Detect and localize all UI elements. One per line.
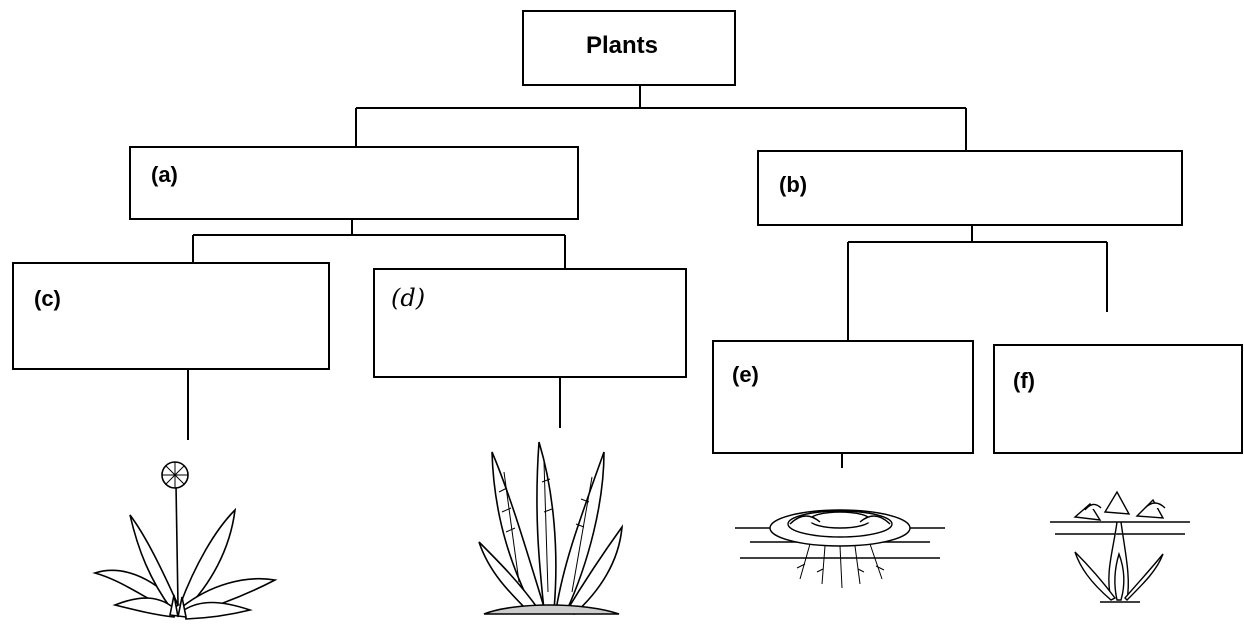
box-d: (d): [373, 268, 687, 378]
box-b-label: (b): [779, 172, 807, 198]
box-f: (f): [993, 344, 1243, 454]
box-c: (c): [12, 262, 330, 370]
root-label: Plants: [586, 32, 658, 60]
root-box: Plants: [522, 10, 736, 86]
box-c-label: (c): [34, 286, 61, 312]
box-a-label: (a): [151, 162, 178, 188]
water-plant-illustration: [1045, 482, 1195, 604]
box-a: (a): [129, 146, 579, 220]
leafy-plant-illustration: [474, 432, 624, 616]
box-d-label: (d): [391, 284, 425, 312]
box-f-label: (f): [1013, 368, 1035, 394]
dandelion-plant-illustration: [90, 455, 280, 623]
floating-water-plant-illustration: [730, 484, 950, 590]
box-b: (b): [757, 150, 1183, 226]
box-e-label: (e): [732, 362, 759, 388]
box-e: (e): [712, 340, 974, 454]
